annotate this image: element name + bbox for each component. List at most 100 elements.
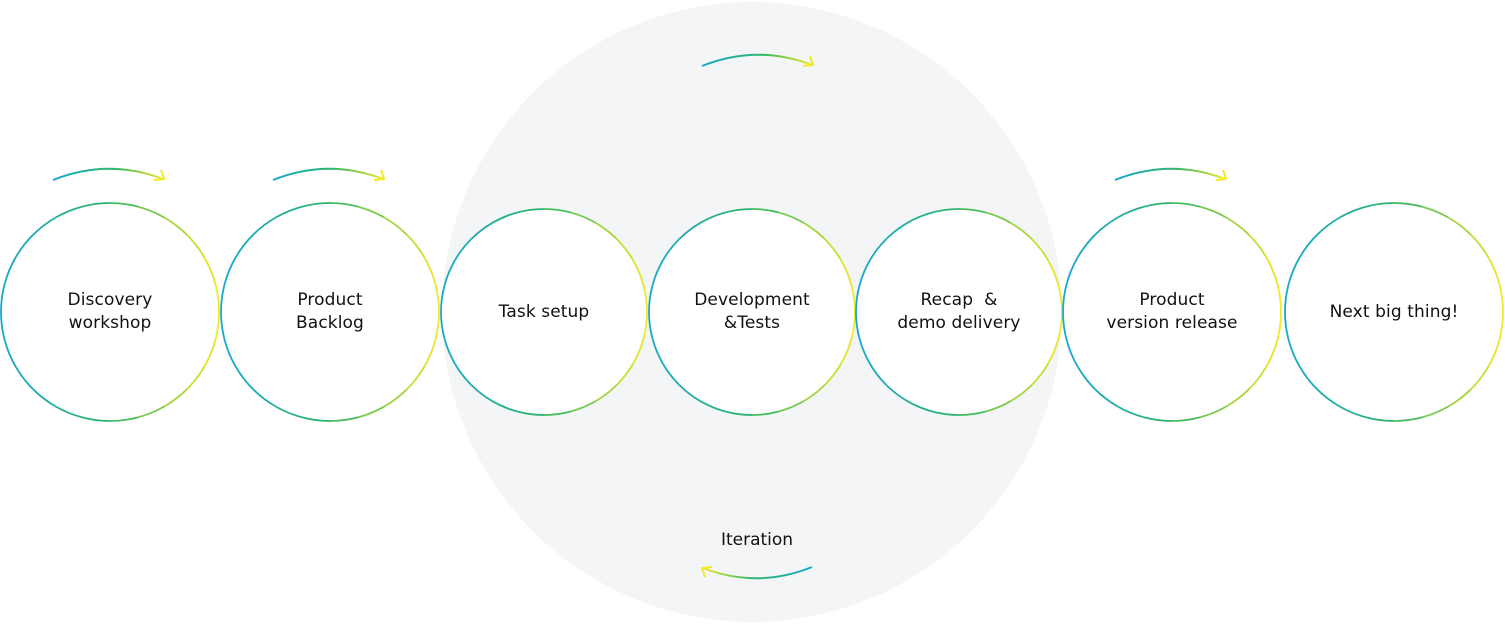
step-circle-stroke-segment [220,311,226,341]
step-circle-stroke-segment [855,311,861,339]
step-circle-stroke-segment [932,208,960,214]
step-circle-stroke-segment [203,339,217,367]
step-circle-stroke-segment [252,388,276,408]
step-circle-stroke-segment [109,202,139,208]
step-circle-stroke-segment [1339,205,1367,219]
step-circle-stroke-segment [1047,260,1060,286]
step-circle-stroke-segment [1287,257,1301,285]
step-circle-stroke-segment [406,366,426,390]
step-circle-stroke-segment [3,257,17,285]
step-circle-stroke-segment [1393,416,1423,422]
step-circle-stroke-segment [32,388,56,408]
step-circle-stroke-segment [869,363,887,386]
step-circle-stroke-segment [840,338,853,364]
step-circle-stroke-segment [1199,405,1227,419]
step-circle-stroke-segment [1226,216,1250,236]
step-circle-stroke-segment [985,400,1011,413]
step-circle-fill [649,209,855,415]
step-circle-stroke-segment [1265,339,1279,367]
step-circle-stroke-segment [275,205,303,219]
arrow-head-icon [802,55,814,67]
step-circle-stroke-segment [329,416,359,422]
step-circle-stroke-segment [824,238,842,261]
step-circle-stroke-segment [885,384,908,402]
step-circle-stroke-segment [1057,311,1063,339]
step-circle-stroke-segment [1076,366,1096,390]
step-circle-stroke-segment [1062,311,1068,341]
step-circle-stroke-segment [1065,339,1079,367]
step-circle-stroke-segment [958,410,986,416]
step-circle-stroke-segment [1076,234,1096,258]
step-circle-stroke-segment [406,234,426,258]
step-circle-stroke-segment [678,222,701,240]
step-circle-stroke-segment [595,384,618,402]
step-circle-stroke-segment [14,366,34,390]
step-circle-stroke-segment [55,205,83,219]
step-arrow-0 [52,167,165,181]
step-circle-stroke-segment [1171,202,1201,208]
step-circle [1062,202,1282,422]
step-circle-fill [221,203,439,421]
step-circle-stroke-segment [1365,202,1395,208]
step-circle-stroke-segment [651,260,664,286]
step-circle-stroke-segment [137,205,165,219]
step-circle-stroke-segment [700,400,726,413]
step-circle-stroke-segment [1248,234,1268,258]
step-circle-stroke-segment [1298,366,1318,390]
step-circle-stroke-segment [1031,363,1049,386]
step-circle-stroke-segment [751,410,779,416]
step-circle-stroke-segment [0,283,6,313]
step-circle-stroke-segment [595,222,618,240]
step-circle-stroke-segment [220,283,226,313]
step-circle-stroke-segment [778,211,804,224]
arrow-head-icon [373,169,385,181]
step-circle-stroke-segment [423,257,437,285]
step-circle-stroke-segment [850,311,856,339]
step-circle-stroke-segment [1276,311,1282,341]
step-circle-stroke-segment [109,416,139,422]
step-circle-stroke-segment [543,410,571,416]
step-circle-stroke-segment [1117,205,1145,219]
step-circle-stroke-segment [1448,388,1472,408]
iteration-return-arrow [701,566,813,580]
step-circle-stroke-segment [329,202,359,208]
step-circle-stroke-segment [803,222,826,240]
step-circle-stroke-segment [203,257,217,285]
arrow-head-icon [1215,169,1227,181]
step-circle-stroke-segment [454,238,472,261]
step-circle-stroke-segment [1010,384,1033,402]
step-circle-stroke-segment [275,405,303,419]
step-circle-stroke-segment [301,202,331,208]
step-circle-stroke-segment [1316,388,1340,408]
step-circle-stroke-segment [642,311,648,339]
step-circle-stroke-segment [55,405,83,419]
arrow-head-icon [701,566,713,578]
step-circle [1284,202,1504,422]
step-circle-stroke-segment [1421,205,1449,219]
step-circle-stroke-segment [1143,202,1173,208]
step-label-line: workshop [68,313,152,333]
step-circle [648,208,856,416]
step-circle-stroke-segment [678,384,701,402]
step-circle-stroke-segment [357,205,385,219]
step-circle-stroke-segment [81,202,111,208]
step-circle-stroke-segment [470,384,493,402]
step-circle-stroke-segment [648,285,654,313]
step-arrow-1 [272,167,385,181]
step-label-line: Product [297,290,363,310]
step-circle-stroke-segment [3,339,17,367]
step-circle-stroke-segment [958,208,986,214]
step-circle-stroke-segment [357,405,385,419]
step-circle-stroke-segment [454,363,472,386]
step-circle-fill [1,203,219,421]
step-circle-stroke-segment [1199,205,1227,219]
step-circle-stroke-segment [1470,234,1490,258]
step-circle-stroke-segment [907,211,933,224]
step-circle-stroke-segment [164,388,188,408]
step-circle-stroke-segment [1498,283,1504,313]
step-circle-stroke-segment [434,283,440,313]
step-circle-stroke-segment [1226,388,1250,408]
step-circle-stroke-segment [223,339,237,367]
